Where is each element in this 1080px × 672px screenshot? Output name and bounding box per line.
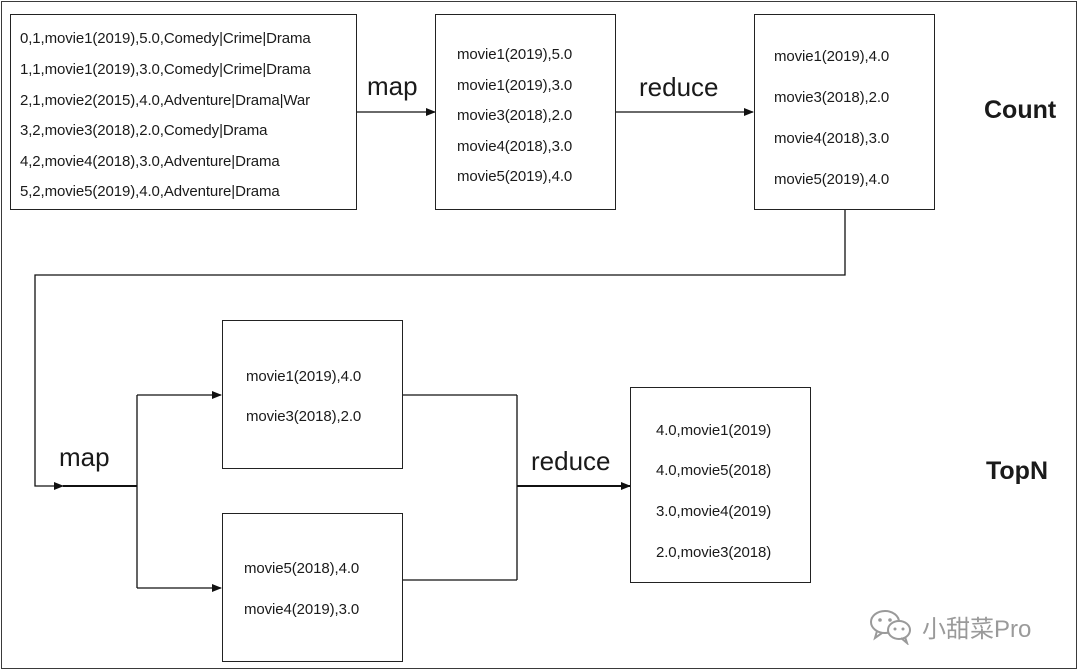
- topn-reduce-output-line: 4.0,movie1(2019): [656, 422, 772, 439]
- watermark-text: 小甜菜Pro: [922, 615, 1032, 643]
- count-map-output-line: movie1(2019),3.0: [457, 77, 573, 94]
- count-input-line: 0,1,movie1(2019),5.0,Comedy|Crime|Drama: [20, 30, 311, 47]
- count-map-output-line: movie3(2018),2.0: [457, 107, 573, 124]
- count-input-line: 2,1,movie2(2015),4.0,Adventure|Drama|War: [20, 92, 311, 109]
- topn-map-output-lower-line: movie4(2019),3.0: [244, 601, 360, 618]
- topn-reduce-output-line: 3.0,movie4(2019): [656, 503, 772, 520]
- count-reduce-output-line: movie3(2018),2.0: [774, 89, 890, 106]
- count-input-line: 4,2,movie4(2018),3.0,Adventure|Drama: [20, 153, 280, 170]
- count-input-line: 5,2,movie5(2019),4.0,Adventure|Drama: [20, 183, 280, 200]
- topn-reduce-label: reduce: [531, 446, 611, 476]
- topn-map-output-upper-line: movie3(2018),2.0: [246, 408, 362, 425]
- topn-map-output-lower-line: movie5(2018),4.0: [244, 560, 360, 577]
- count-reduce-output-box: [754, 14, 935, 210]
- count-reduce-output-line: movie5(2019),4.0: [774, 171, 890, 188]
- topn-map-label: map: [59, 442, 110, 472]
- count-map-label: map: [367, 71, 418, 101]
- topn-heading: TopN: [986, 457, 1049, 485]
- topn-map-output-lower-box: [222, 513, 403, 662]
- wechat-icon: [870, 610, 911, 645]
- topn-reduce-output-line: 2.0,movie3(2018): [656, 544, 772, 561]
- topn-reduce-output-line: 4.0,movie5(2018): [656, 462, 772, 479]
- connector-count-to-topn: [34, 210, 846, 490]
- count-reduce-label: reduce: [639, 72, 719, 102]
- count-input-box: [10, 14, 357, 210]
- topn-map-output-upper-line: movie1(2019),4.0: [246, 368, 362, 385]
- count-input-line: 1,1,movie1(2019),3.0,Comedy|Crime|Drama: [20, 61, 311, 78]
- watermark: 小甜菜Pro: [868, 606, 1058, 646]
- count-map-output-line: movie4(2018),3.0: [457, 138, 573, 155]
- count-heading: Count: [984, 96, 1057, 124]
- count-input-line: 3,2,movie3(2018),2.0,Comedy|Drama: [20, 122, 268, 139]
- topn-reduce-output-box: [630, 387, 811, 583]
- count-map-output-box: [435, 14, 616, 210]
- count-map-output-line: movie1(2019),5.0: [457, 46, 573, 63]
- count-reduce-output-line: movie1(2019),4.0: [774, 48, 890, 65]
- topn-map-output-upper-box: [222, 320, 403, 469]
- count-map-output-line: movie5(2019),4.0: [457, 168, 573, 185]
- count-reduce-output-line: movie4(2018),3.0: [774, 130, 890, 147]
